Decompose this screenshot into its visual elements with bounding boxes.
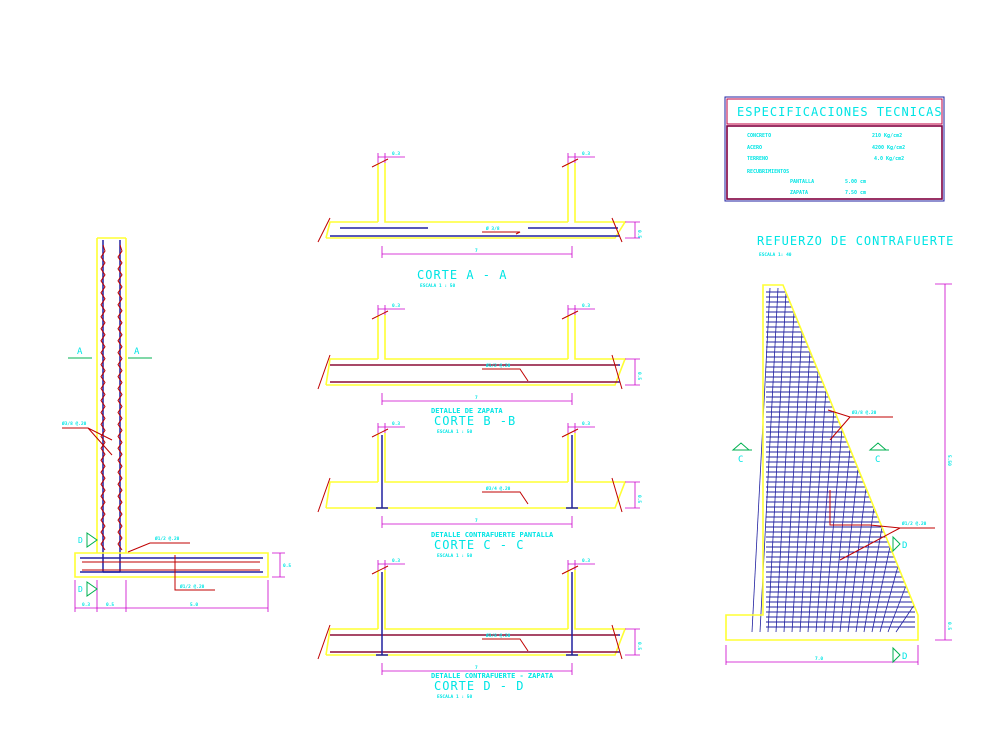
section-bar-label: Ø3/8 @.20 (485, 632, 511, 639)
contrafuerte-bar-label-1: Ø3/8 @.20 (851, 409, 877, 416)
diagonal-bar (823, 429, 843, 633)
wall-dim-3: 5.0 (190, 602, 198, 608)
spec-value-acero: 4200 Kg/cm2 (872, 145, 905, 151)
section-scale: ESCALA 1 : 50 (437, 553, 473, 559)
wall-bar-label-3: Ø1/2 @.20 (179, 583, 205, 590)
section-depth-dim: 0.5 (636, 495, 642, 503)
section-bar-label: Ø1/2 @.20 (485, 362, 511, 369)
section-span-dim: 7 (475, 395, 478, 401)
diagonal-bar (751, 287, 771, 633)
section-caption: DETALLE DE ZAPATA (431, 407, 503, 415)
wall-section: A A D D Ø3/8 @.20 Ø1/2 @.20 Ø1/2 @.20 0.… (61, 237, 291, 612)
specs-title: ESPECIFICACIONES TECNICAS (737, 105, 943, 119)
spec-label-concreto: CONCRETO (747, 133, 771, 139)
section-top-dim-right: 0.3 (582, 558, 590, 564)
cut-d-bottom: D (78, 585, 84, 594)
wall-dim-1: 0.3 (82, 602, 90, 608)
section-caption: DETALLE CONTRAFUERTE - ZAPATA (431, 672, 554, 680)
cover-value-zapata: 7.50 cm (845, 190, 866, 196)
section-top-dim-left: 0.3 (392, 151, 400, 157)
cut-a-right: A (134, 347, 140, 357)
section-span-dim: 7 (475, 248, 478, 254)
contrafuerte-dim-footing: 0.5 (946, 622, 952, 630)
diagonal-bar (887, 585, 907, 633)
section-scale: ESCALA 1 : 50 (420, 283, 456, 289)
diagonal-bar (847, 487, 867, 633)
section-scale: ESCALA 1 : 50 (437, 429, 473, 435)
section-title: CORTE D - D (434, 679, 524, 693)
spec-value-concreto: 210 Kg/cm2 (872, 133, 902, 139)
spec-value-terreno: 4.0 Kg/cm2 (874, 156, 904, 162)
diagonal-bar (871, 546, 891, 633)
section-top-dim-left: 0.3 (392, 303, 400, 309)
section-top-dim-right: 0.3 (582, 303, 590, 309)
diagonal-bar (863, 526, 883, 633)
section-title: CORTE B -B (434, 414, 516, 428)
diagonal-bar (879, 566, 899, 633)
contrafuerte-mesh (751, 287, 915, 633)
cover-label-zapata: ZAPATA (790, 190, 808, 196)
diagonal-bar (775, 311, 795, 633)
section-depth-dim: 0.5 (636, 372, 642, 380)
wall-bar-label-1: Ø3/8 @.20 (61, 420, 87, 427)
contrafuerte-detail: REFUERZO DE CONTRAFUERTE ESCALA 1: 40 5.… (725, 234, 954, 665)
diagonal-bar (855, 507, 875, 633)
diagonal-bar (807, 390, 827, 633)
cut-d-upper: D (902, 541, 908, 551)
contrafuerte-dim-height: 5.50 (946, 455, 952, 466)
section-span-dim: 7 (475, 665, 478, 671)
diagonal-bar (815, 409, 835, 633)
section-bar-label: Ø3/4 @.20 (485, 485, 511, 492)
section-caption: DETALLE CONTRAFUERTE PANTALLA (431, 531, 554, 539)
diagonal-bar (839, 468, 859, 633)
contrafuerte-scale: ESCALA 1: 40 (759, 252, 792, 258)
cover-label-pantalla: PANTALLA (790, 179, 814, 185)
diagonal-bar (895, 604, 915, 633)
diagonal-bar (831, 448, 851, 633)
diagonal-bar (783, 331, 803, 633)
specs-table: ESPECIFICACIONES TECNICAS CONCRETO 210 K… (724, 96, 945, 202)
wall-bar-label-2: Ø1/2 @.20 (154, 535, 180, 542)
section-top-dim-right: 0.3 (582, 421, 590, 427)
section-title: CORTE A - A (417, 268, 507, 282)
cut-d-lower: D (902, 652, 908, 662)
section-top-dim-left: 0.3 (392, 558, 400, 564)
wall-dim-2: 0.5 (106, 602, 114, 608)
contrafuerte-dim-base: 7.0 (815, 656, 823, 662)
spec-label-recubrimientos: RECUBRIMIENTOS (747, 169, 789, 175)
section-depth-dim: 0.5 (636, 642, 642, 650)
contrafuerte-bar-label-2: Ø1/2 @.20 (901, 520, 927, 527)
cut-c-right: C (875, 455, 881, 465)
section-span-dim: 7 (475, 518, 478, 524)
cut-a-left: A (77, 347, 83, 357)
section-top-dim-right: 0.3 (582, 151, 590, 157)
section-depth-dim: 0.5 (636, 230, 642, 238)
diagonal-bar (767, 292, 787, 633)
section-top-dim-left: 0.3 (392, 421, 400, 427)
wall-dim-footing: 0.5 (283, 563, 291, 569)
spec-label-terreno: TERRENO (747, 156, 768, 162)
cover-value-pantalla: 5.00 cm (845, 179, 866, 185)
spec-label-acero: ACERO (747, 145, 762, 151)
contrafuerte-title: REFUERZO DE CONTRAFUERTE (757, 234, 954, 248)
section-title: CORTE C - C (434, 538, 524, 552)
cut-d-top: D (78, 536, 84, 545)
cut-c-left: C (738, 455, 744, 465)
diagonal-bar (791, 350, 811, 633)
diagonal-bar (799, 370, 819, 633)
section-bar-label: Ø 3/8 (485, 225, 500, 232)
section-scale: ESCALA 1 : 50 (437, 694, 473, 700)
